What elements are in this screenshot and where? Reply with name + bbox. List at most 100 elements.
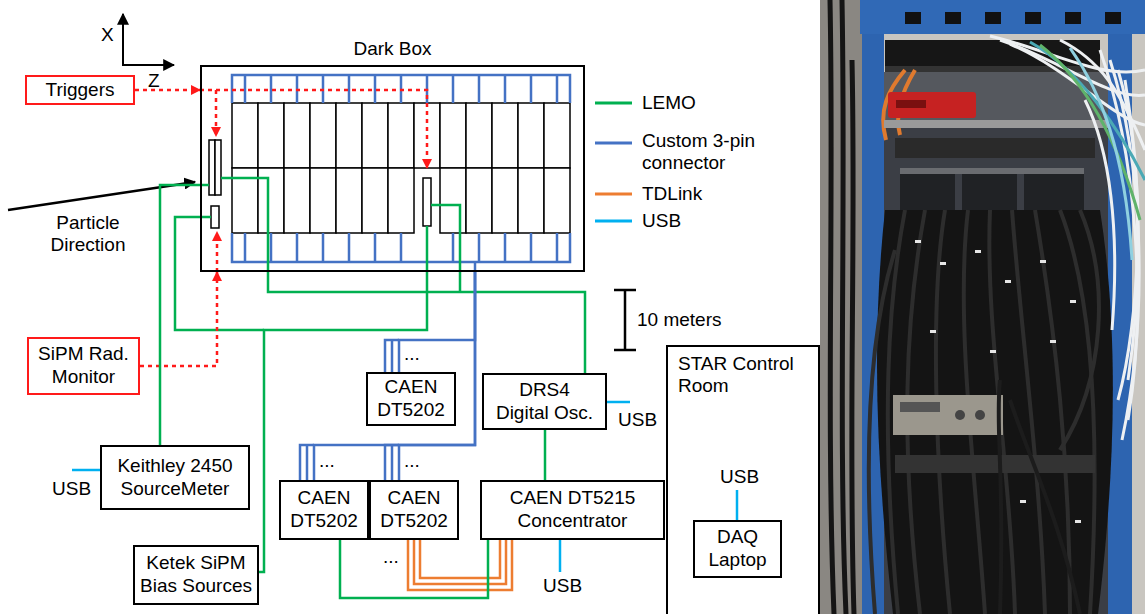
trigger-scintillator: [423, 178, 431, 226]
trigger-scintillator: [211, 206, 219, 228]
box-label: Triggers: [46, 79, 115, 102]
detector-cell: [258, 103, 284, 168]
rack-photo: [955, 410, 965, 420]
legend-text: Custom 3-pin connector: [642, 130, 782, 174]
direction-label: Particle Direction: [38, 212, 138, 256]
ellipsis: ...: [319, 450, 335, 472]
monitor-signal: [140, 272, 217, 366]
white-cable: [1125, 80, 1139, 380]
axis-arrows: [122, 14, 174, 65]
readout-cable: [300, 445, 314, 480]
trigger-signal: [200, 90, 427, 168]
rack-photo: [893, 395, 1003, 435]
legend-text: TDLink: [642, 183, 782, 205]
detector-cell: [388, 168, 414, 233]
legend-sample: [595, 220, 632, 223]
lemo-cable: [268, 272, 585, 373]
colored-cable: [1030, 42, 1145, 260]
usb-label: USB: [720, 466, 759, 488]
trigger-scintillator: [209, 140, 215, 195]
rack-photo: [895, 138, 1095, 158]
detector-cell: [310, 168, 336, 233]
detector-cell: [362, 168, 388, 233]
ellipsis: ...: [404, 450, 420, 472]
box-label: DRS4 Digital Osc.: [493, 379, 596, 425]
tdlink-cable: [408, 540, 512, 590]
readout-cable: [385, 340, 399, 373]
box-label: CAEN DT5202: [371, 376, 451, 422]
detector-cell: [518, 168, 544, 233]
black-cable: [1060, 210, 1099, 450]
cable-tag: [1050, 340, 1056, 343]
black-cable: [999, 380, 1002, 614]
usb-cable: [72, 469, 100, 472]
legend-sample: [595, 142, 632, 145]
cable-tag: [975, 250, 981, 253]
rack-photo: [884, 120, 1108, 128]
trigger-box: Triggers: [25, 75, 135, 106]
black-cable: [869, 210, 1099, 614]
usb-label: USB: [543, 575, 582, 597]
trigger-scintillator: [215, 140, 221, 195]
rack-photo: [896, 100, 926, 108]
detector-cell: [440, 168, 466, 233]
detector-grid: [209, 75, 570, 272]
instrument-box: DRS4 Digital Osc.: [482, 373, 607, 430]
instrument-box: CAEN DT5202: [366, 372, 456, 426]
hanging-cable: [852, 60, 854, 614]
legend-text: USB: [642, 210, 782, 232]
black-cable: [1010, 400, 1080, 614]
instrument-box: CAEN DT5202: [279, 480, 369, 540]
lemo-wire: [221, 178, 268, 272]
detector-cell: [518, 103, 544, 168]
digitizer-unit: [1024, 168, 1084, 210]
cable-tag: [910, 240, 1081, 523]
ellipsis: ...: [404, 343, 420, 365]
power-socket: [985, 12, 1001, 24]
detector-cell: [232, 103, 258, 168]
trigger-signal: [216, 232, 219, 272]
lemo-cable: [160, 185, 200, 445]
readout-cable: [232, 233, 570, 262]
trigger-scintillator: [209, 140, 431, 228]
detector-cell: [284, 103, 310, 168]
distance-bracket: [614, 290, 636, 350]
cable-tag: [915, 240, 921, 243]
power-socket: [1065, 12, 1081, 24]
box-label: STAR Control Room: [678, 353, 803, 397]
hanging-cable: [830, 0, 854, 614]
white-cable: [990, 36, 1145, 72]
lemo-wire: [175, 178, 460, 330]
power-socket: [1105, 12, 1121, 24]
detector-cell: [544, 103, 570, 168]
tdlink-cable: [414, 540, 506, 584]
legend-text: LEMO: [642, 92, 782, 114]
detector-cell: [492, 168, 518, 233]
axis-arrows: [122, 14, 124, 65]
axis-label: X: [101, 24, 114, 46]
detector-cell: [544, 168, 570, 233]
power-socket: [1025, 12, 1041, 24]
cable-tag: [1070, 300, 1076, 303]
detector-cell: [336, 103, 362, 168]
lemo-wire: [426, 226, 429, 272]
detector-cell: [336, 168, 362, 233]
lemo-cable: [340, 540, 488, 598]
cable-tag: [1020, 500, 1026, 503]
white-cable: [990, 36, 1145, 440]
legend-sample: [595, 103, 632, 221]
rack-photo: [895, 455, 1095, 473]
lemo-cable: [544, 430, 547, 480]
detector-cell: [310, 103, 336, 168]
white-cable: [1100, 50, 1137, 420]
rack-photo: [975, 410, 985, 420]
usb-label: USB: [618, 409, 657, 431]
usb-cable: [607, 401, 630, 404]
box-label: CAEN DT5202: [374, 487, 454, 533]
usb-label: USB: [52, 478, 91, 500]
cable-tag: [990, 350, 996, 353]
box-label: DAQ Laptop: [702, 526, 774, 572]
rack-photo: [888, 92, 976, 118]
cable-tag: [1040, 260, 1046, 263]
